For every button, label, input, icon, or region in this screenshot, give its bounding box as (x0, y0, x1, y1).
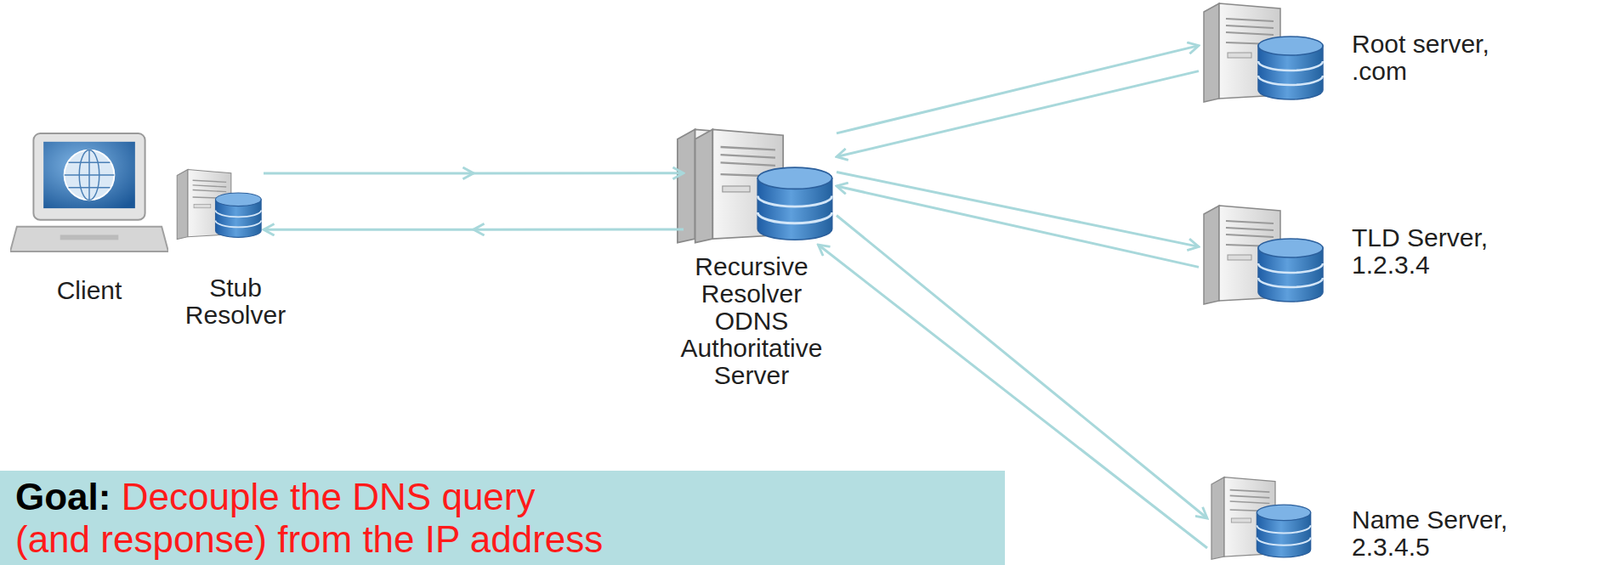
node-label: Stub Resolver (175, 274, 296, 330)
resolver-server-node: Recursive ResolverODNS Authoritative Ser… (683, 127, 837, 245)
tld-server-icon (1203, 205, 1323, 305)
query-arrow (836, 171, 1199, 247)
query-arrow (263, 171, 684, 175)
client-computer-icon (10, 133, 169, 252)
stub-resolver-icon (176, 170, 261, 240)
text-group: Goal:Decouple the DNS query (and respons… (15, 476, 607, 562)
node-label: TLD Server, 1.2.3.4 (1351, 224, 1531, 279)
tld-server-node: TLD Server, 1.2.3.4 (1198, 204, 1327, 307)
node-label: Recursive Resolver (653, 253, 850, 308)
query-arrow (263, 228, 684, 232)
text-group: Name Server, 2.3.4.5 (1351, 506, 1531, 562)
name-server-node: Name Server, 2.3.4.5 (1207, 476, 1314, 562)
text-group: Recursive ResolverODNS Authoritative Ser… (653, 253, 850, 390)
name-server-icon (1211, 477, 1311, 561)
query-arrow (836, 45, 1199, 134)
stub-resolver-node: Stub Resolver (173, 168, 264, 241)
node-label: Client (29, 277, 149, 305)
client-node: Client (10, 132, 169, 256)
text-group: Stub Resolver (175, 274, 296, 330)
node-label: ODNS Authoritative Server (653, 307, 850, 390)
resolver-server-icon (695, 129, 833, 243)
text-group: TLD Server, 1.2.3.4 (1351, 224, 1531, 279)
text-group: Client (29, 277, 149, 305)
goal-heading: Goal: (15, 476, 111, 518)
query-arrow (836, 186, 1199, 267)
query-arrow (836, 71, 1199, 158)
text-group: Root server, .com (1351, 30, 1531, 86)
goal-box: Goal:Decouple the DNS query (and respons… (0, 470, 1005, 565)
root-server-node: Root server, .com (1198, 1, 1327, 104)
node-label: Name Server, 2.3.4.5 (1351, 506, 1531, 562)
node-label: Root server, .com (1351, 30, 1531, 86)
root-server-icon (1203, 3, 1323, 103)
